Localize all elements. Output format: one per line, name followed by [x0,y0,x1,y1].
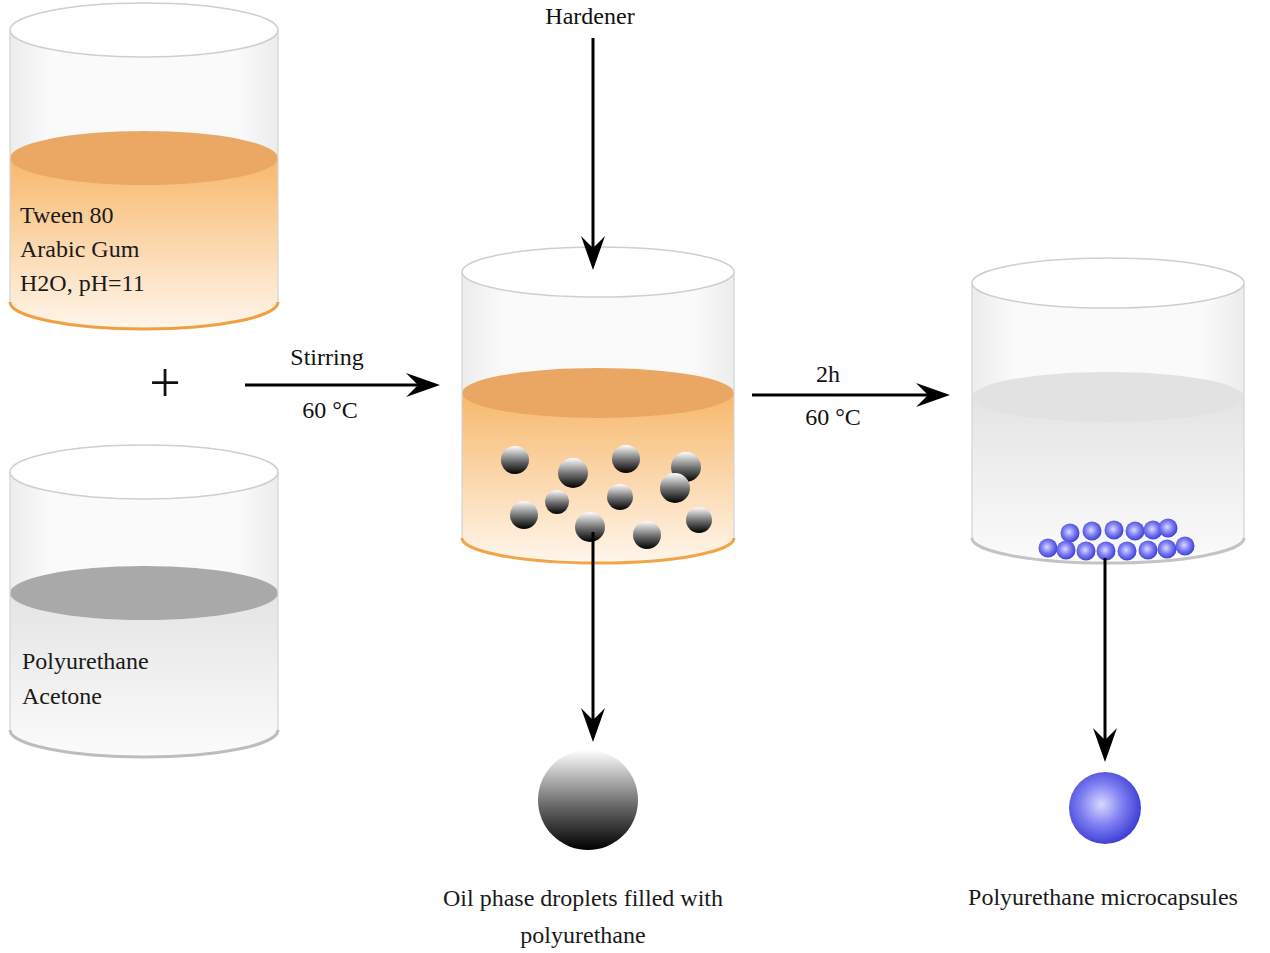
text-block: Polyurethane microcapsules [940,770,1266,912]
process-arrow [1104,558,1107,740]
beaker-glass [972,283,1244,563]
arrow-head [1093,728,1117,762]
beaker-bottom-rim [462,538,734,563]
liquid-surface [462,368,734,418]
microcapsule [1083,522,1102,541]
microcapsule [1077,542,1096,561]
oil-droplet [545,490,569,514]
oil-droplet [510,501,538,529]
sphere [538,750,638,850]
beaker-rim [10,3,278,57]
arrow-head [916,383,950,407]
beaker-bottom-rim [10,302,278,329]
process-label: 2h [816,361,840,388]
oil-droplet [558,458,588,488]
plus-sign: + [149,351,181,415]
product-sphere: Polyurethane microcapsules [940,770,1266,918]
arrow-head [581,708,605,742]
liquid-surface [10,131,278,185]
oil-droplet [575,512,605,542]
text-block: Oil phase droplets filled with polyureth… [393,748,773,953]
beaker-wall [277,30,278,302]
reagent-label: H2O, pH=11 [20,266,268,300]
reagent-beaker: PolyurethaneAcetone [8,460,280,760]
process-label: Hardener [545,3,634,30]
beaker-wall [277,472,278,730]
liquid-surface [972,372,1244,422]
microcapsule [1039,539,1058,558]
beaker-glass [10,472,278,757]
beaker-wall [1243,283,1244,538]
beaker-rim [10,445,278,499]
microcapsule [1061,524,1080,543]
beaker-wall [733,272,734,538]
reagent-label: Polyurethane [22,644,266,679]
process-arrow [592,532,595,720]
beaker-wall [9,30,10,302]
product-caption: Polyurethane microcapsules [944,882,1262,912]
microcapsule [1118,542,1137,561]
beaker-bottom-rim [972,538,1244,563]
oil-droplet [612,445,640,473]
oil-droplet [633,521,661,549]
reagent-label: Tween 80 [20,198,268,232]
beaker-outline [8,460,280,760]
beaker-rim [972,258,1244,308]
beaker-glass [10,30,278,329]
microcapsule [1158,540,1177,559]
beaker-wall [461,272,462,538]
text-block: Tween 80Arabic GumH2O, pH=11 [8,20,280,300]
sphere [1069,772,1141,844]
beaker-bottom-rim [10,730,278,757]
process-arrow [752,394,928,397]
microcapsule [1176,537,1195,556]
beaker-wall [9,472,10,730]
beaker-wall [971,283,972,538]
beaker-liquid [462,393,734,563]
product-caption: Oil phase droplets filled with polyureth… [403,880,763,953]
process-label: Stirring [290,344,363,371]
process-label: 60 °C [805,404,861,431]
microcapsule [1057,541,1076,560]
microcapsule [1139,541,1158,560]
process-label: 60 °C [302,397,358,424]
process-arrow [245,384,418,387]
product-sphere: Oil phase droplets filled with polyureth… [393,748,773,953]
oil-droplet [501,446,529,474]
microcapsule [1097,542,1116,561]
oil-droplet [686,507,712,533]
oil-droplet [660,473,690,503]
reagent-label: Acetone [22,679,266,714]
text-block: PolyurethaneAcetone [8,460,280,714]
microcapsule [1159,519,1178,538]
arrow-head [581,236,605,270]
microcapsule [1105,521,1124,540]
reagent-beaker: Tween 80Arabic GumH2O, pH=11 [8,20,280,332]
oil-droplet [607,484,633,510]
reagent-label: Arabic Gum [20,232,268,266]
arrow-head [406,373,440,397]
liquid-surface [10,566,278,620]
beaker-glass [462,272,734,563]
process-arrow [592,38,595,248]
microcapsule [1126,522,1145,541]
